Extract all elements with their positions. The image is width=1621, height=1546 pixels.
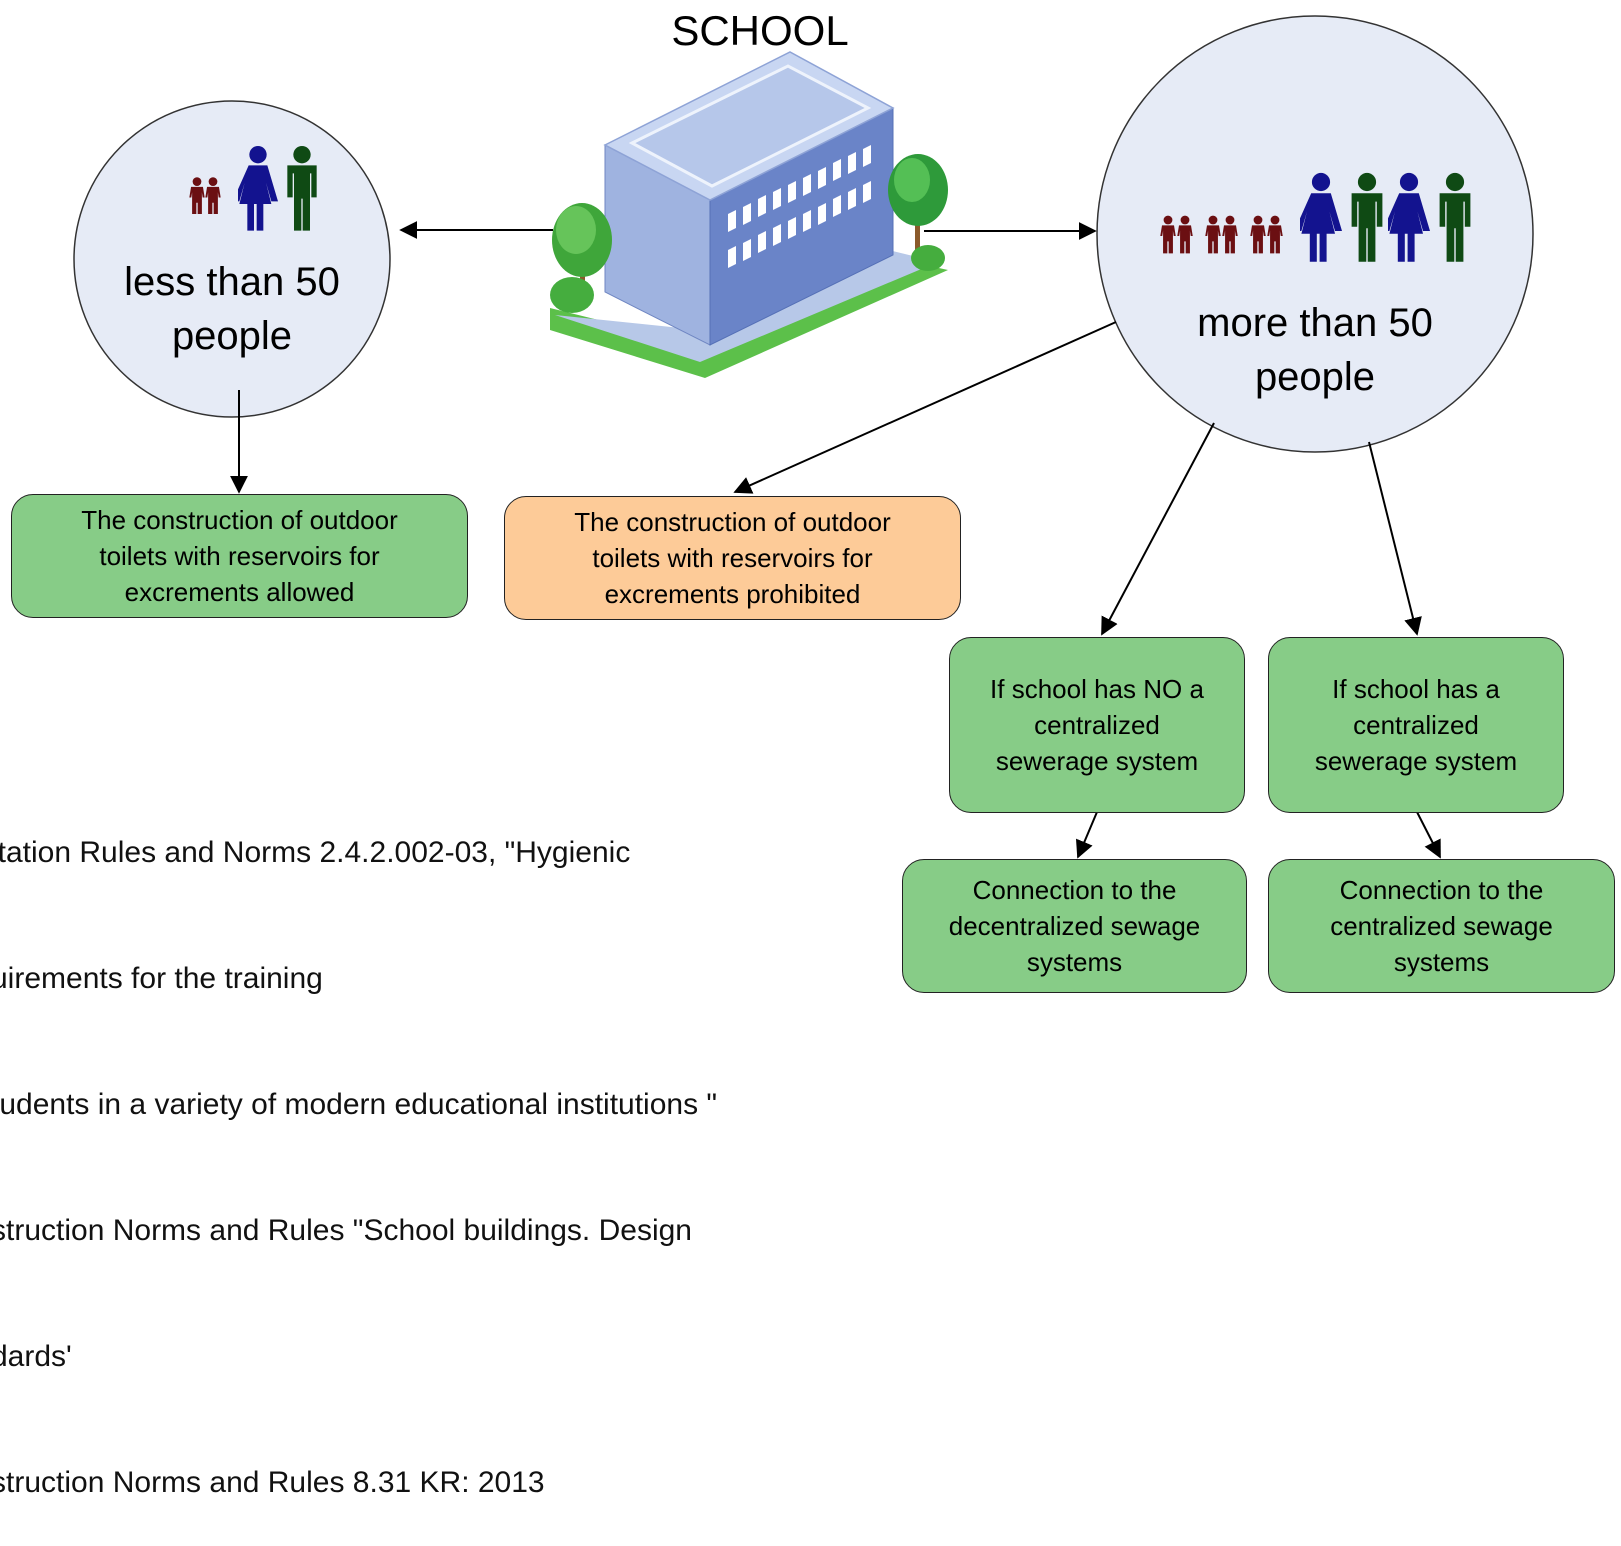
box-decentralized-connection: Connection to the decentralized sewage s…	[902, 859, 1247, 993]
reference-line: tudents in a variety of modern education…	[0, 1088, 718, 1121]
box-has-centralized-sewerage: If school has a centralized sewerage sys…	[1268, 637, 1564, 813]
label-less-than-50: less than 50 people	[124, 260, 340, 358]
arrow-has-central-to-central	[1416, 811, 1441, 859]
reference-line: struction Norms and Rules 8.31 KR: 2013	[0, 1466, 545, 1499]
references-list: itation Rules and Norms 2.4.2.002-03, "H…	[0, 748, 717, 1546]
reference-line: dards'	[0, 1340, 72, 1373]
label-more-than-50: more than 50 people	[1197, 301, 1433, 399]
school-building-icon	[550, 51, 948, 378]
title-school: SCHOOL	[671, 7, 849, 54]
arrow-no-central-to-decentral	[1076, 811, 1098, 859]
reference-line: struction Norms and Rules "School buildi…	[0, 1214, 692, 1247]
box-outdoor-toilets-allowed: The construction of outdoor toilets with…	[11, 494, 468, 618]
arrow-right-to-has-central	[1368, 441, 1422, 636]
reference-line: itation Rules and Norms 2.4.2.002-03, "H…	[0, 836, 631, 869]
reference-line: uirements for the training	[0, 962, 323, 995]
box-centralized-connection: Connection to the centralized sewage sys…	[1268, 859, 1615, 993]
arrow-right-to-no-central	[1101, 422, 1215, 636]
circle-less-than-50	[73, 100, 391, 418]
box-no-centralized-sewerage: If school has NO a centralized sewerage …	[949, 637, 1245, 813]
arrow-right-to-prohibited	[733, 321, 1117, 494]
box-outdoor-toilets-prohibited: The construction of outdoor toilets with…	[504, 496, 961, 620]
diagram-canvas	[73, 15, 1534, 859]
